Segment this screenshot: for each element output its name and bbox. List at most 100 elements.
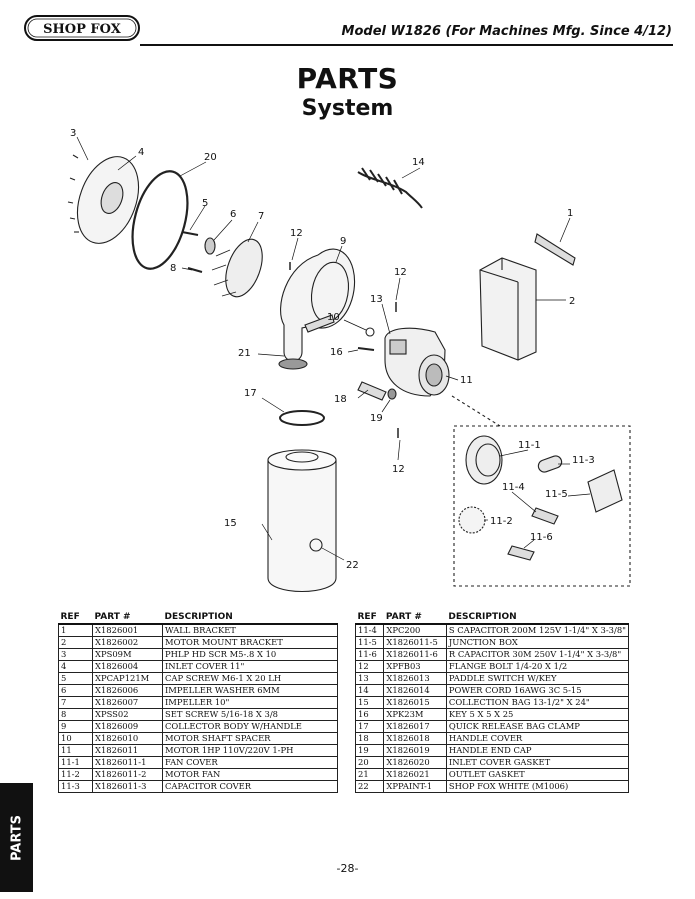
cell-part-number: X1826021 [383,768,447,781]
set-screw-part [187,267,203,273]
cell-ref: 9 [58,720,93,733]
cell-ref: 18 [354,732,385,745]
cell-description: CAP SCREW M6-1 X 20 LH [162,672,338,685]
cell-part-number: X1826020 [383,756,447,769]
cell-part-number: X1826002 [92,636,163,649]
outlet-gasket-part [278,358,308,370]
page-title: PARTS [296,62,399,95]
cell-part-number: XPCAP121M [92,672,163,685]
callout-11-2: 11-2 [490,516,513,527]
col-ref: REF [60,612,80,622]
cell-part-number: X1826010 [92,732,163,745]
callout-7: 7 [258,211,264,222]
cell-description: HANDLE COVER [445,732,630,745]
parts-side-tab: PARTS [0,783,33,892]
callout-17: 17 [244,388,257,399]
paddle-switch-part [389,339,407,355]
cell-part-number: X1826009 [92,720,163,733]
cell-part-number: X1826001 [92,623,163,637]
col-desc: DESCRIPTION [448,612,517,622]
cell-part-number: XPS09M [92,648,163,661]
cell-description: SET SCREW 5/16-18 X 3/8 [162,708,338,721]
handle-cover-part [357,381,387,401]
cell-description: INLET COVER GASKET [445,756,630,769]
cell-part-number: X1826006 [92,684,163,697]
cell-description: KEY 5 X 5 X 25 [445,708,630,721]
cell-ref: 3 [58,648,93,661]
cell-part-number: X1826015 [383,696,447,709]
cell-description: IMPELLER 10" [162,696,338,709]
callout-15: 15 [224,518,237,529]
cell-description: SHOP FOX WHITE (M1006) [445,780,630,793]
cell-description: R CAPACITOR 30M 250V 1-1/4" X 3-3/8" [445,648,630,661]
cell-description: INLET COVER 11" [162,660,338,673]
cell-ref: 19 [354,744,385,757]
cell-ref: 13 [354,672,385,685]
r-capacitor-part [507,545,535,561]
cell-description: PADDLE SWITCH W/KEY [445,672,630,685]
cell-part-number: X1826011-1 [92,756,163,769]
collector-body-part [280,248,356,362]
cell-description: CAPACITOR COVER [162,780,338,793]
cell-description: FAN COVER [162,756,338,769]
callout-11-4: 11-4 [502,482,525,493]
callout-1: 1 [567,208,573,219]
header-rule [140,44,673,46]
callout-6: 6 [230,209,236,220]
callout-16: 16 [330,347,343,358]
fan-cover-part [465,435,503,485]
callout-13: 13 [370,294,383,305]
callout-10: 10 [327,312,340,323]
side-tab-label: PARTS [9,814,24,861]
collection-bag-part [267,449,337,592]
callout-11: 11 [460,375,473,386]
cell-description: MOTOR FAN [162,768,338,781]
callout-21: 21 [238,348,251,359]
cell-ref: 16 [354,708,385,721]
callout-12-top: 12 [290,228,303,239]
motor-shaft-spacer-part [365,327,375,337]
bag-clamp-part [279,410,325,426]
cell-ref: 11-1 [58,756,93,769]
callout-11-3: 11-3 [572,455,595,466]
cell-description: PHLP HD SCR M5-.8 X 10 [162,648,338,661]
cell-description: OUTLET GASKET [445,768,630,781]
capacitor-cover-part [537,455,563,473]
callout-18: 18 [334,394,347,405]
motor-mount-bracket-part [479,257,537,361]
cell-ref: 11-6 [354,648,385,661]
cell-ref: 5 [58,672,93,685]
shop-fox-logo: SHOP FOX [24,15,140,41]
cell-part-number: XPFB03 [383,660,447,673]
cell-part-number: XPK23M [383,708,447,721]
callout-12-bottom: 12 [392,464,405,475]
cell-ref: 11 [58,744,93,757]
col-part: PART # [385,612,422,622]
cell-ref: 21 [354,768,385,781]
cell-part-number: X1826017 [383,720,447,733]
callout-11-5: 11-5 [545,489,568,500]
cell-part-number: XPSS02 [92,708,163,721]
cell-part-number: X1826004 [92,660,163,673]
callout-9: 9 [340,236,346,247]
cell-part-number: X1826013 [383,672,447,685]
cell-description: MOTOR 1HP 110V/220V 1-PH [162,744,338,757]
cell-ref: 12 [354,660,385,673]
exploded-parts-diagram: 3 4 20 5 6 7 8 12 9 14 1 2 12 13 10 16 2… [67,128,631,592]
